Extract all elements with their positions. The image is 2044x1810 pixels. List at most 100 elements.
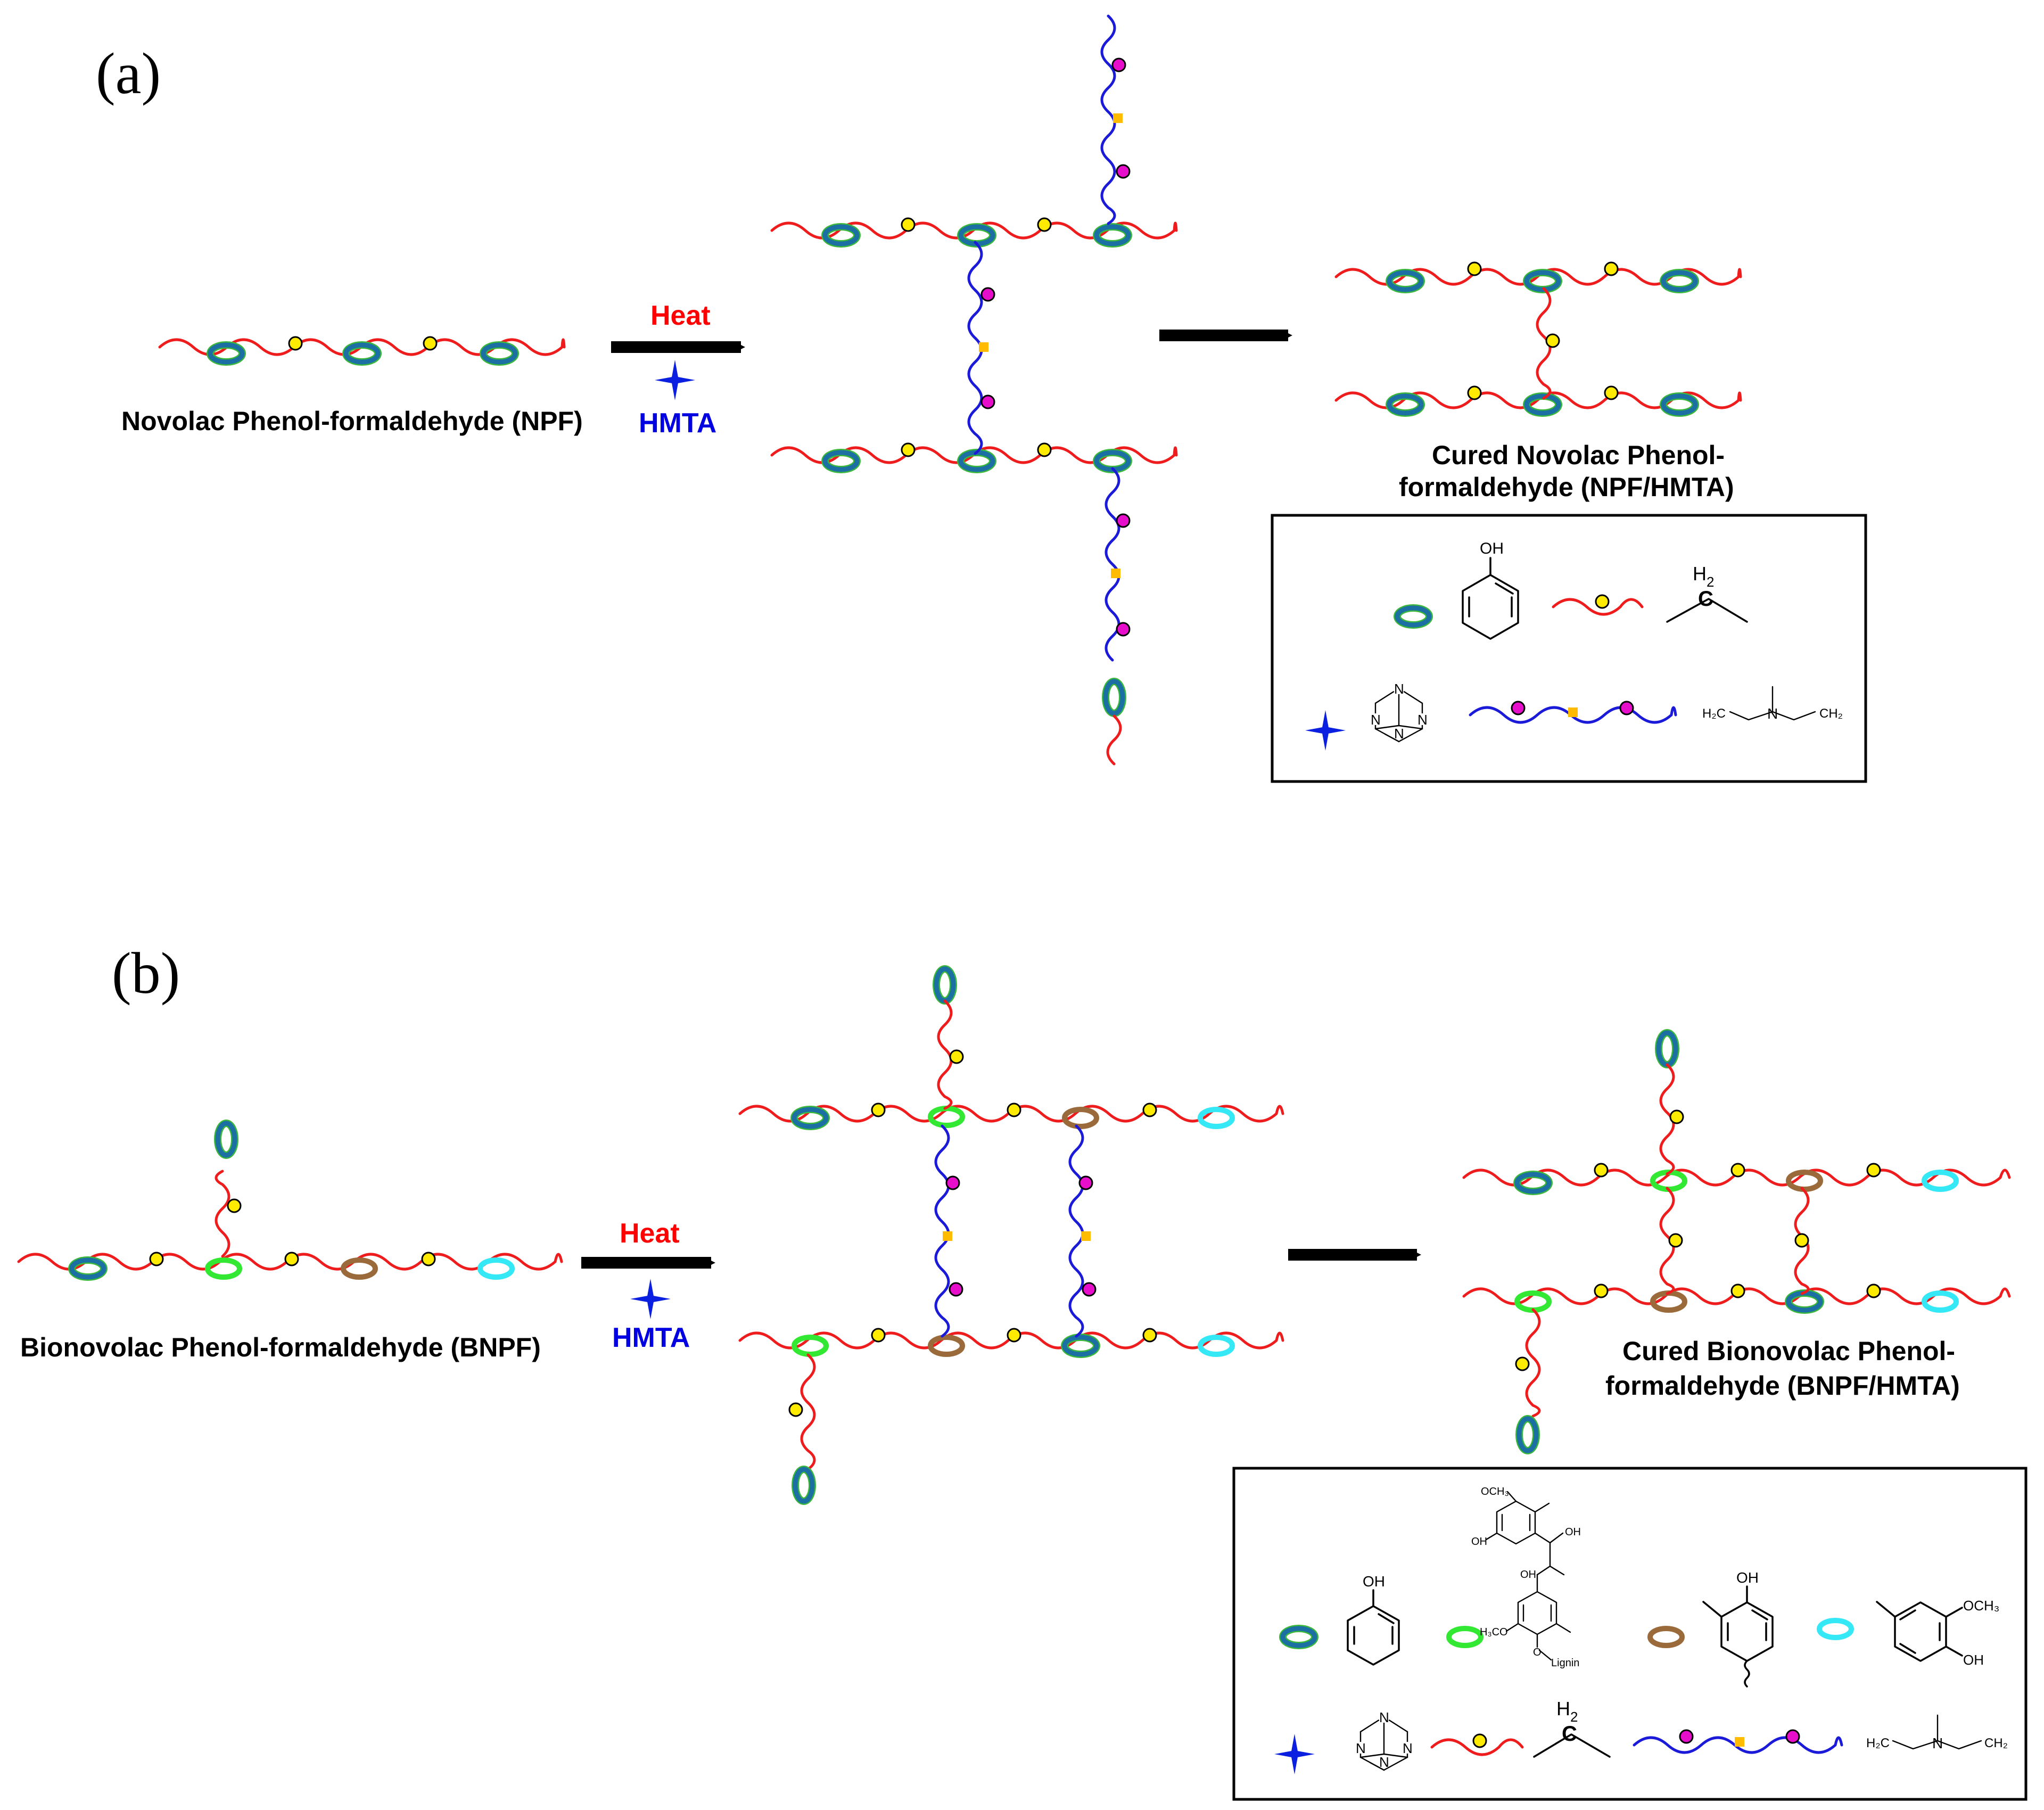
hmta-node	[1679, 1729, 1694, 1744]
methylene-bridge	[1525, 1308, 1541, 1418]
phenol-ring-inner	[822, 224, 860, 246]
hmta-atom-bg	[1378, 1756, 1390, 1767]
lignin-o-label: O	[1533, 1647, 1542, 1658]
methylene-node	[1472, 1733, 1487, 1748]
hmta-bond	[1383, 1756, 1408, 1771]
lignin-ring	[1446, 1626, 1483, 1648]
hmta-star-icon-b	[630, 1279, 671, 1319]
heat-label-a: Heat	[650, 300, 711, 331]
hmta-nitrogen-label: N	[1379, 1709, 1389, 1725]
hmta-bond	[1369, 1762, 1385, 1771]
hmta-atom-bg	[1402, 1742, 1413, 1754]
panel-b: (b) Bionovolac Phenol-formaldehyde (BNPF…	[17, 941, 2027, 1801]
phenol-structure-icon: OH	[1462, 540, 1519, 640]
guaiacol-ring	[477, 1257, 515, 1280]
panel-b-label: (b)	[112, 941, 180, 1006]
methylene-node	[1594, 1163, 1609, 1178]
phenol-oh-label: OH	[1480, 540, 1504, 557]
hmta-nitrogen-label: N	[1394, 681, 1404, 697]
methylene-node	[788, 1402, 803, 1417]
methylene-h-label: H	[1693, 563, 1707, 585]
methylene-node	[421, 1252, 436, 1266]
lignin-structure-icon: OCH₃ OH OH OH H₃CO O Lignin	[1471, 1486, 1581, 1669]
heat-arrow-a: Heat HMTA	[611, 300, 745, 439]
cresol-oh-label: OH	[1736, 1569, 1759, 1586]
hmta-nitrogen-label: N	[1371, 712, 1381, 728]
phenol-ring-inner	[343, 342, 381, 365]
phenol-ring-inner	[1514, 1172, 1552, 1194]
hmta-atom-bg	[1416, 713, 1428, 725]
star-shape	[630, 1279, 671, 1319]
methylene-bridge	[1536, 287, 1552, 400]
guaiacol-oh-label: OH	[1963, 1652, 1984, 1668]
panel-a: (a) Novolac Phenol-formaldehyde (NPF) He…	[96, 14, 1867, 783]
phenol-ring-inner	[1661, 270, 1698, 292]
hmta-legend-star-icon-b	[1274, 1734, 1315, 1774]
lignin-lignin-label: Lignin	[1551, 1657, 1579, 1669]
legend-b-ring-symbols	[1279, 1618, 1854, 1649]
hmta-node	[949, 1282, 963, 1297]
bnpf-product-caption-line2: formaldehyde (BNPF/HMTA)	[1605, 1371, 1960, 1401]
phenol-ring-inner	[481, 342, 518, 365]
legend-methylene-wave-b	[1430, 1738, 1524, 1756]
hmta-label-a: HMTA	[639, 408, 716, 439]
methylene-link-symbol	[1552, 594, 1644, 616]
hmta-nitrogen-label: N	[1417, 712, 1428, 728]
heat-label-b: Heat	[620, 1218, 680, 1249]
cresol-structure-icon: OH	[1702, 1569, 1774, 1688]
methylene-node	[949, 1049, 964, 1064]
dimethylamine-bridge-structure-icon: H₂C N CH₂	[1702, 686, 1843, 722]
phenol-ring-inner	[69, 1257, 106, 1280]
phenol-ring-symbol	[1394, 604, 1433, 629]
lignin-ring	[1650, 1170, 1687, 1192]
hmta-atom-bg	[1355, 1742, 1366, 1754]
methylene-node	[871, 1103, 886, 1117]
hmta-node	[1078, 1175, 1093, 1190]
methylene-node	[1866, 1163, 1881, 1178]
hmta-bond	[1398, 728, 1423, 743]
cresol-ring	[341, 1257, 378, 1280]
methylene-node	[227, 1198, 242, 1213]
phenol-ring-inner	[1524, 393, 1561, 416]
phenol-ring-inner	[1387, 393, 1424, 416]
hmta-nitrogen-node	[1113, 113, 1123, 123]
hmta-nitrogen-node	[1735, 1737, 1744, 1747]
hmta-bond	[1398, 725, 1423, 730]
methylene-node	[423, 336, 438, 351]
methylene-c-label: C	[1698, 587, 1713, 611]
lignin-oh-label-2: OH	[1565, 1526, 1581, 1538]
phenol-structure-icon-b: OH	[1347, 1573, 1400, 1666]
legend-methylene-wave	[1552, 598, 1644, 616]
methylene-node	[1007, 1328, 1021, 1343]
hmta-nitrogen-label: N	[1403, 1740, 1413, 1756]
hmta-link-symbol	[1469, 701, 1677, 724]
bridge-n-label-b: N	[1932, 1735, 1943, 1751]
hmta-bond	[1384, 733, 1400, 743]
hmta-node	[1511, 701, 1526, 715]
lignin-ring	[792, 1335, 829, 1357]
guaiacol-ring	[1817, 1618, 1854, 1640]
methylene-node	[871, 1328, 886, 1343]
phenol-ring-inner	[1103, 679, 1125, 716]
heat-arrow-b: Heat HMTA	[581, 1218, 715, 1353]
dimethylamine-bridge-structure-icon-b: H₂C N CH₂	[1866, 1714, 2008, 1751]
methylene-c-label-b: C	[1562, 1722, 1577, 1746]
hmta-star-icon	[655, 360, 695, 400]
bridge-h2c-label: H₂C	[1702, 706, 1726, 721]
npf-caption: Novolac Phenol-formaldehyde (NPF)	[121, 406, 583, 436]
lignin-och3-label: OCH₃	[1481, 1486, 1509, 1498]
methylene-node	[288, 336, 303, 351]
hmta-bridge	[1100, 14, 1116, 225]
hmta-legend-star-icon	[1305, 710, 1346, 751]
cresol-ring	[1647, 1626, 1685, 1648]
hmta-atom-bg	[1393, 682, 1405, 694]
hmta-node	[1619, 701, 1634, 715]
guaiacol-och3-label: OCH₃	[1963, 1598, 1999, 1614]
bnpf-caption: Bionovolac Phenol-formaldehyde (BNPF)	[20, 1332, 541, 1362]
hmta-nitrogen-node	[979, 342, 988, 352]
bnpf-reactant-chain	[17, 1120, 563, 1281]
methylene-node	[1866, 1284, 1881, 1298]
methylene-node	[1142, 1328, 1157, 1343]
methylene-bridge	[1659, 1187, 1675, 1295]
